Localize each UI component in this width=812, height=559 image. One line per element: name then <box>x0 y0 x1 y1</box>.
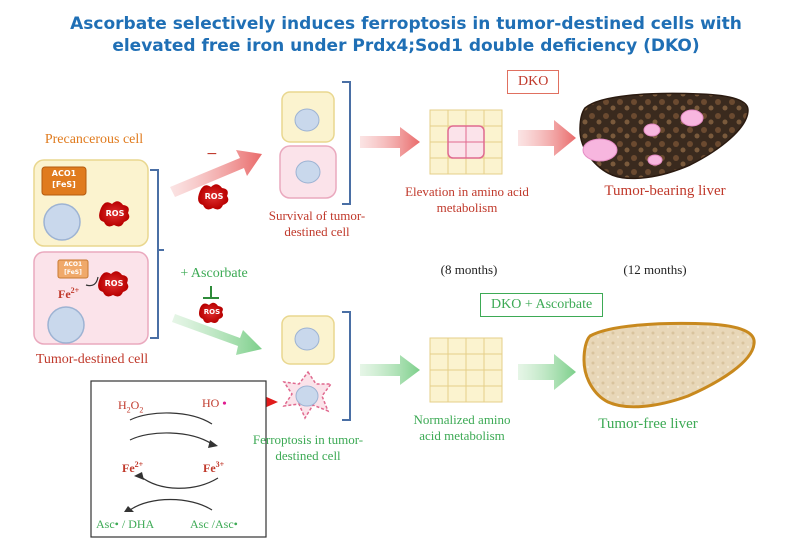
ros-blob-arrow <box>198 184 229 210</box>
title-line-1: Ascorbate selectively induces ferroptosi… <box>70 14 742 34</box>
grid-top <box>429 109 503 175</box>
arrow-top-right <box>518 120 576 156</box>
aco1-label-bottom: ACO1[FeS] <box>63 261 83 276</box>
tumor-nodules <box>582 109 704 166</box>
tumor-free-liver <box>582 321 756 409</box>
fenton-inset-box <box>90 380 267 538</box>
survival-nucleus-top <box>294 108 320 132</box>
left-bracket <box>150 169 164 339</box>
ferroptotic-nucleus <box>295 385 319 407</box>
inset-curve-3 <box>139 475 219 489</box>
inset-curve-4 <box>129 498 213 511</box>
ros-label-arrow: ROS <box>204 192 224 201</box>
inset-head-2 <box>208 440 218 448</box>
inset-fe3-label: Fe3+ <box>203 460 225 475</box>
ferroptosis-label: Ferroptosis in tumor-destined cell <box>252 432 364 463</box>
inset-head-4 <box>124 506 134 512</box>
survival-label: Survival of tumor-destined cell <box>268 208 366 239</box>
grid-bottom <box>429 337 503 403</box>
elevation-label: Elevation in amino acid metabolism <box>405 184 529 215</box>
fe2-label-cell: Fe2+ <box>58 286 80 301</box>
tumor-destined-nucleus <box>47 306 85 344</box>
bottom-bracket <box>342 311 351 421</box>
months-8-label: (8 months) <box>440 262 498 277</box>
ros-blob-top <box>99 201 130 227</box>
months-12-label: (12 months) <box>623 262 687 277</box>
tumor-liver-label: Tumor-bearing liver <box>604 183 726 199</box>
dko-ascorbate-label: DKO + Ascorbate <box>480 293 604 317</box>
top-bracket <box>342 81 351 205</box>
tumor-destined-label: Tumor-destined cell <box>35 352 149 367</box>
arrow-bottom-mid <box>360 355 420 385</box>
ros-blob-inhibited <box>199 302 223 323</box>
aco1-box-top <box>41 166 87 196</box>
arrow-bottom-diagonal <box>172 314 262 355</box>
ros-label-top: ROS <box>105 209 125 218</box>
ros-label-mid: ROS <box>104 279 124 288</box>
inset-curve-1 <box>129 412 213 425</box>
ho-radical-label: HO • <box>202 396 227 410</box>
arrow-top-mid <box>360 127 420 157</box>
survival-nucleus-bottom <box>295 160 321 184</box>
aco1-box-bottom <box>57 259 89 279</box>
arrow-bottom-right <box>518 354 576 390</box>
inset-head-3 <box>134 472 144 480</box>
asc-asc-label: Asc /Asc• <box>190 517 238 531</box>
arrow-top-diagonal <box>170 150 262 197</box>
minus-sign: − <box>206 146 218 162</box>
ros-blob-mid <box>98 271 129 297</box>
precancerous-nucleus <box>43 203 81 241</box>
ascorbate-label: + Ascorbate <box>180 266 248 281</box>
normalized-label: Normalized amino acid metabolism <box>413 412 511 443</box>
inset-fe2-label: Fe2+ <box>122 460 144 475</box>
asc-dha-label: Asc• / DHA <box>96 517 155 531</box>
dko-label: DKO <box>507 70 560 94</box>
tumor-bearing-liver <box>579 92 749 180</box>
ascorbate-inhibition <box>203 286 219 299</box>
aco1-label-top: ACO1[FeS] <box>51 169 77 189</box>
tumor-free-liver-label: Tumor-free liver <box>598 416 698 432</box>
precancerous-label: Precancerous cell <box>44 132 144 147</box>
inset-curve-2 <box>129 432 213 445</box>
h2o2-label: H2O2 <box>118 398 144 415</box>
fe-curve-arrow <box>85 276 99 287</box>
ros-label-inhibited: ROS <box>203 308 221 316</box>
ferroptosis-nucleus-top <box>294 327 320 351</box>
title-line-2: elevated free iron under Prdx4;Sod1 doub… <box>112 36 700 56</box>
